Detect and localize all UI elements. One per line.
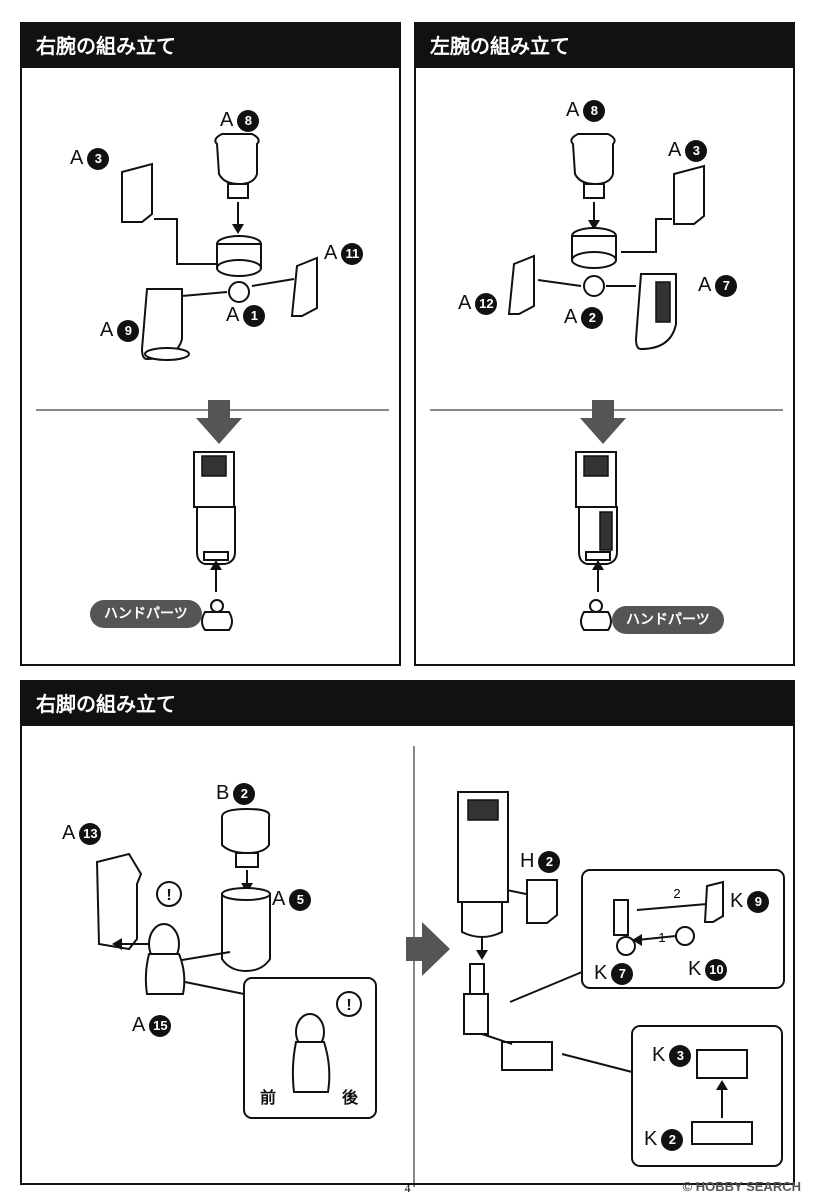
part-number-badge: 15 (149, 1014, 172, 1037)
right-leg-title: 右脚の組み立て (22, 682, 793, 726)
part-letter: K (594, 962, 608, 984)
part-letter: A (226, 304, 240, 326)
part-number-badge: 10 (705, 958, 728, 981)
part-number-badge: 2 (538, 850, 561, 873)
part-letter: A (62, 822, 76, 844)
svg-text:!: ! (346, 997, 351, 1014)
part-letter: H (520, 850, 535, 872)
right-arm-title: 右腕の組み立て (22, 24, 399, 68)
part-letter: A (324, 242, 338, 264)
part-number-badge: 3 (669, 1044, 692, 1067)
part-letter: A (668, 139, 682, 161)
right-leg-panel: 右脚の組み立て ! ! (20, 680, 795, 1187)
page-number: 4 (404, 1181, 411, 1195)
part-number-badge: 11 (341, 242, 364, 265)
part-letter: K (652, 1044, 666, 1066)
part-letter: A (70, 147, 84, 169)
step-2-badge: 2 (673, 886, 681, 901)
left-arm-title: 左腕の組み立て (416, 24, 793, 68)
part-letter: K (730, 890, 744, 912)
part-number-badge: 7 (611, 962, 634, 985)
right-arm-diagram (36, 133, 389, 631)
part-number-badge: 8 (237, 109, 260, 132)
part-letter: K (644, 1128, 658, 1150)
hand-parts-label: ハンドパーツ (90, 600, 202, 628)
part-letter: A (220, 109, 234, 131)
part-number-badge: 12 (475, 292, 498, 315)
part-letter: K (688, 958, 702, 980)
part-number-badge: 13 (79, 822, 102, 845)
part-number-badge: 2 (661, 1128, 684, 1151)
part-letter: A (100, 319, 114, 341)
part-number-badge: 2 (581, 306, 604, 329)
svg-text:!: ! (166, 887, 171, 904)
hand-parts-label: ハンドパーツ (612, 606, 724, 634)
part-number-badge: 2 (233, 782, 256, 805)
watermark: © HOBBY SEARCH (682, 1179, 801, 1194)
part-number-badge: 5 (289, 888, 312, 911)
part-letter: A (698, 274, 712, 296)
part-number-badge: 7 (715, 274, 738, 297)
part-number-badge: 1 (243, 304, 266, 327)
back-label: 後 (342, 1088, 359, 1107)
part-number-badge: 3 (685, 139, 708, 162)
part-letter: A (564, 306, 578, 328)
front-label: 前 (260, 1088, 277, 1107)
left-arm-diagram (430, 133, 783, 631)
part-letter: A (272, 888, 286, 910)
part-number-badge: 8 (583, 99, 606, 122)
part-number-badge: 3 (87, 147, 110, 170)
part-number-badge: 9 (747, 890, 770, 913)
right-leg-diagram: ! ! (95, 746, 785, 1187)
part-number-badge: 9 (117, 319, 140, 342)
part-letter: A (458, 292, 472, 314)
step-1-badge: 1 (658, 930, 666, 945)
part-letter: A (566, 99, 580, 121)
part-letter: A (132, 1014, 146, 1036)
part-letter: B (216, 782, 230, 804)
